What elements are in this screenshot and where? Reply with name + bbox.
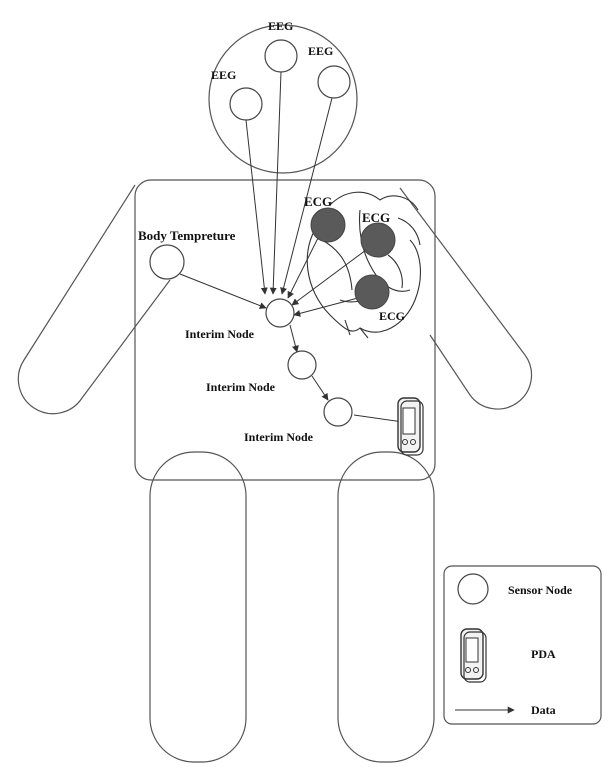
- arrow-ecg-2: [291, 249, 367, 306]
- right-arm-outline: [399, 187, 533, 410]
- interim-node-label-2: Interim Node: [206, 380, 276, 394]
- arrow-eeg-top: [269, 71, 282, 295]
- head-outline: [208, 24, 358, 174]
- left-arm-outline: [17, 184, 171, 415]
- eeg-label-top: EEG: [268, 19, 293, 33]
- arrow-ecg-3: [293, 297, 359, 317]
- torso-outline: [134, 179, 436, 481]
- body-outline: [17, 24, 533, 763]
- arrow-ecg-1: [287, 237, 319, 299]
- legend-data-label: Data: [531, 703, 556, 717]
- interim-node-label-1: Interim Node: [185, 327, 255, 341]
- ecg-label-1: ECG: [304, 194, 332, 209]
- interim-node-2: [287, 350, 317, 380]
- legend-sensor-node-icon: [457, 573, 489, 605]
- interim-node-1: [265, 298, 295, 328]
- ecg-label-3: ECG: [379, 309, 405, 323]
- eeg-label-right: EEG: [308, 44, 333, 58]
- left-leg-outline: [149, 451, 247, 763]
- ecg-sensor-node-3: [354, 274, 390, 310]
- pda-icon: [397, 397, 424, 456]
- ecg-sensor-node-1: [310, 207, 346, 243]
- right-leg-outline: [337, 451, 435, 763]
- legend-box: [443, 565, 602, 725]
- legend: Sensor Node PDA Data: [443, 565, 602, 725]
- arrow-body-temp: [179, 273, 267, 309]
- eeg-sensor-node-left: [229, 87, 263, 121]
- legend-pda-icon: [460, 628, 487, 683]
- legend-sensor-node-label: Sensor Node: [508, 583, 573, 597]
- arrow-eeg-left: [245, 119, 268, 295]
- legend-pda-label: PDA: [531, 647, 556, 661]
- ecg-sensor-node-2: [360, 222, 396, 258]
- body-temp-label: Body Tempreture: [138, 228, 236, 243]
- eeg-label-left: EEG: [211, 68, 236, 82]
- eeg-sensor-node-top: [264, 39, 298, 73]
- interim-node-label-3: Interim Node: [244, 430, 314, 444]
- ecg-label-2: ECG: [362, 210, 390, 225]
- arrow-interim-1-2: [289, 324, 299, 353]
- body-temp-sensor-node: [149, 244, 185, 280]
- arrow-interim-2-3: [311, 375, 329, 401]
- arrow-eeg-right: [280, 97, 333, 295]
- heart-sketch: [306, 191, 421, 339]
- interim-node-3: [323, 397, 353, 427]
- eeg-sensor-node-right: [317, 65, 351, 99]
